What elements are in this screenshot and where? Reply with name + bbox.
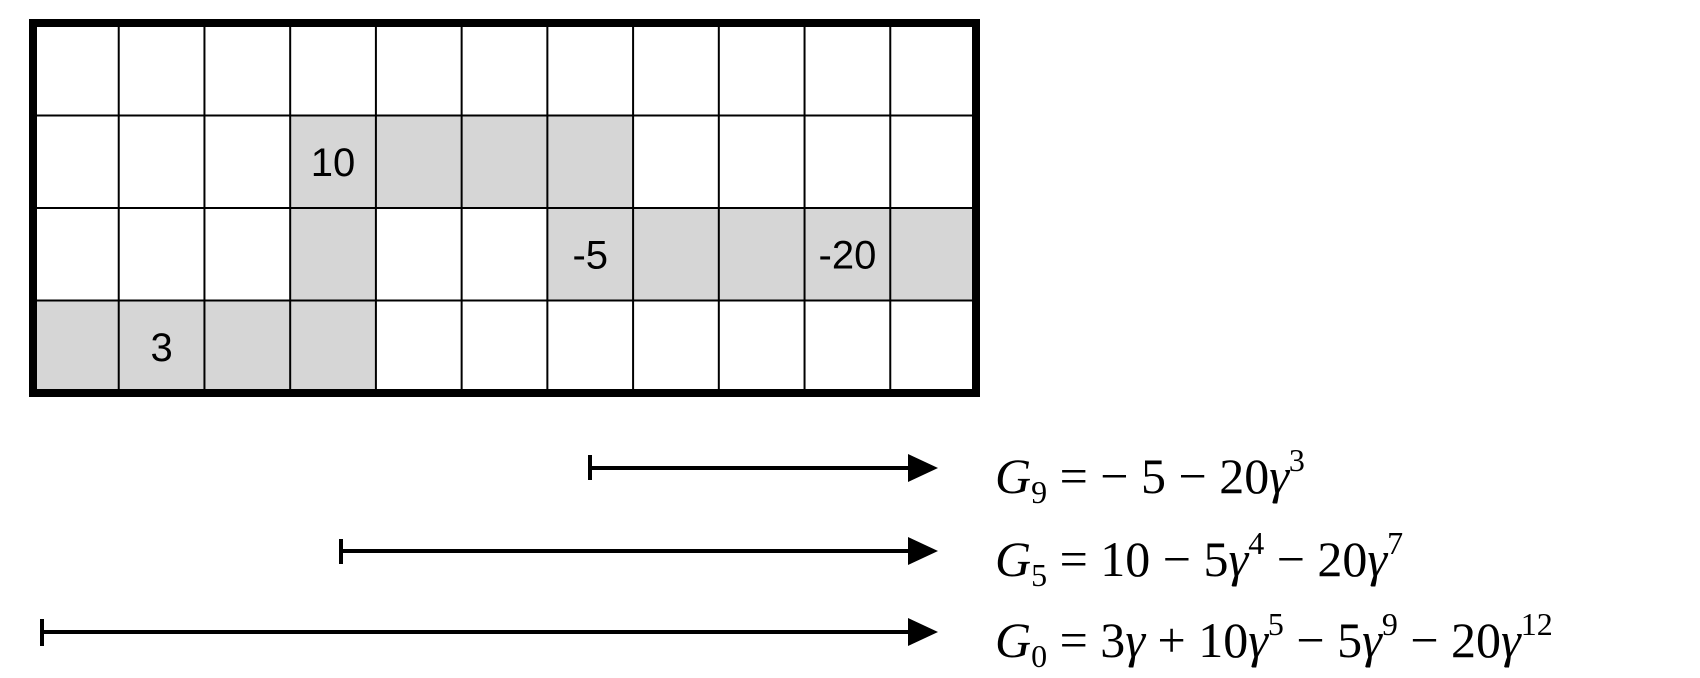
- return-arrow-g0: [40, 618, 938, 646]
- grid-lines: [33, 23, 976, 393]
- eq-term: = 3: [1059, 612, 1126, 668]
- shaded-cell: [290, 115, 376, 208]
- gamma-symbol: γ: [1125, 612, 1146, 668]
- eq-term: = 10 − 5: [1059, 531, 1229, 587]
- gamma-symbol: γ: [1269, 448, 1289, 504]
- gamma-symbol: γ: [1367, 531, 1388, 587]
- exponent: 7: [1387, 525, 1404, 561]
- return-equation-g0: G0 = 3γ + 10γ5 − 5γ9 − 20γ12: [995, 608, 1553, 672]
- shaded-cell: [718, 208, 805, 301]
- shaded-cell: [290, 208, 376, 301]
- eq-term: − 20: [1397, 612, 1502, 668]
- reward-label: 3: [150, 326, 172, 370]
- shaded-cell: [204, 300, 291, 393]
- eq-term: − 20: [1264, 531, 1368, 587]
- shaded-cell: [547, 115, 634, 208]
- shaded-cell: [375, 115, 462, 208]
- exponent: 5: [1267, 606, 1284, 642]
- grid-border: [29, 19, 980, 397]
- exponent: 12: [1520, 606, 1553, 642]
- return-equation-g5: G5 = 10 − 5γ4 − 20γ7: [995, 527, 1403, 591]
- exponent: 4: [1248, 525, 1265, 561]
- exponent: 3: [1288, 442, 1305, 478]
- shaded-cell: [118, 300, 205, 393]
- exponent: 9: [1381, 606, 1398, 642]
- return-var: G: [995, 612, 1032, 668]
- return-arrow-g9: [588, 454, 938, 482]
- gamma-symbol: γ: [1228, 531, 1249, 587]
- return-subscript: 0: [1031, 638, 1048, 674]
- return-var: G: [995, 448, 1032, 504]
- eq-term: − 5: [1283, 612, 1363, 668]
- reward-label: -5: [572, 233, 608, 277]
- eq-term: + 10: [1145, 612, 1249, 668]
- shaded-cell: [461, 115, 548, 208]
- return-subscript: 9: [1031, 474, 1048, 510]
- eq-term: = − 5 − 20: [1059, 448, 1270, 504]
- grid-cells: [33, 115, 976, 393]
- shaded-cell: [290, 300, 376, 393]
- gamma-symbol: γ: [1362, 612, 1382, 668]
- shaded-cell: [804, 208, 891, 301]
- shaded-cell: [633, 208, 719, 301]
- gamma-symbol: γ: [1501, 612, 1521, 668]
- reward-label: -20: [819, 233, 877, 277]
- shaded-cell: [547, 208, 634, 301]
- return-subscript: 5: [1031, 557, 1048, 593]
- shaded-cell: [890, 208, 976, 301]
- grid-labels: 10 -5 -20 3: [150, 141, 876, 370]
- return-var: G: [995, 531, 1032, 587]
- gamma-symbol: γ: [1248, 612, 1268, 668]
- return-equation-g9: G9 = − 5 − 20γ3: [995, 444, 1305, 508]
- shaded-cell: [33, 300, 119, 393]
- return-arrow-g5: [339, 537, 938, 565]
- reward-label: 10: [311, 141, 356, 185]
